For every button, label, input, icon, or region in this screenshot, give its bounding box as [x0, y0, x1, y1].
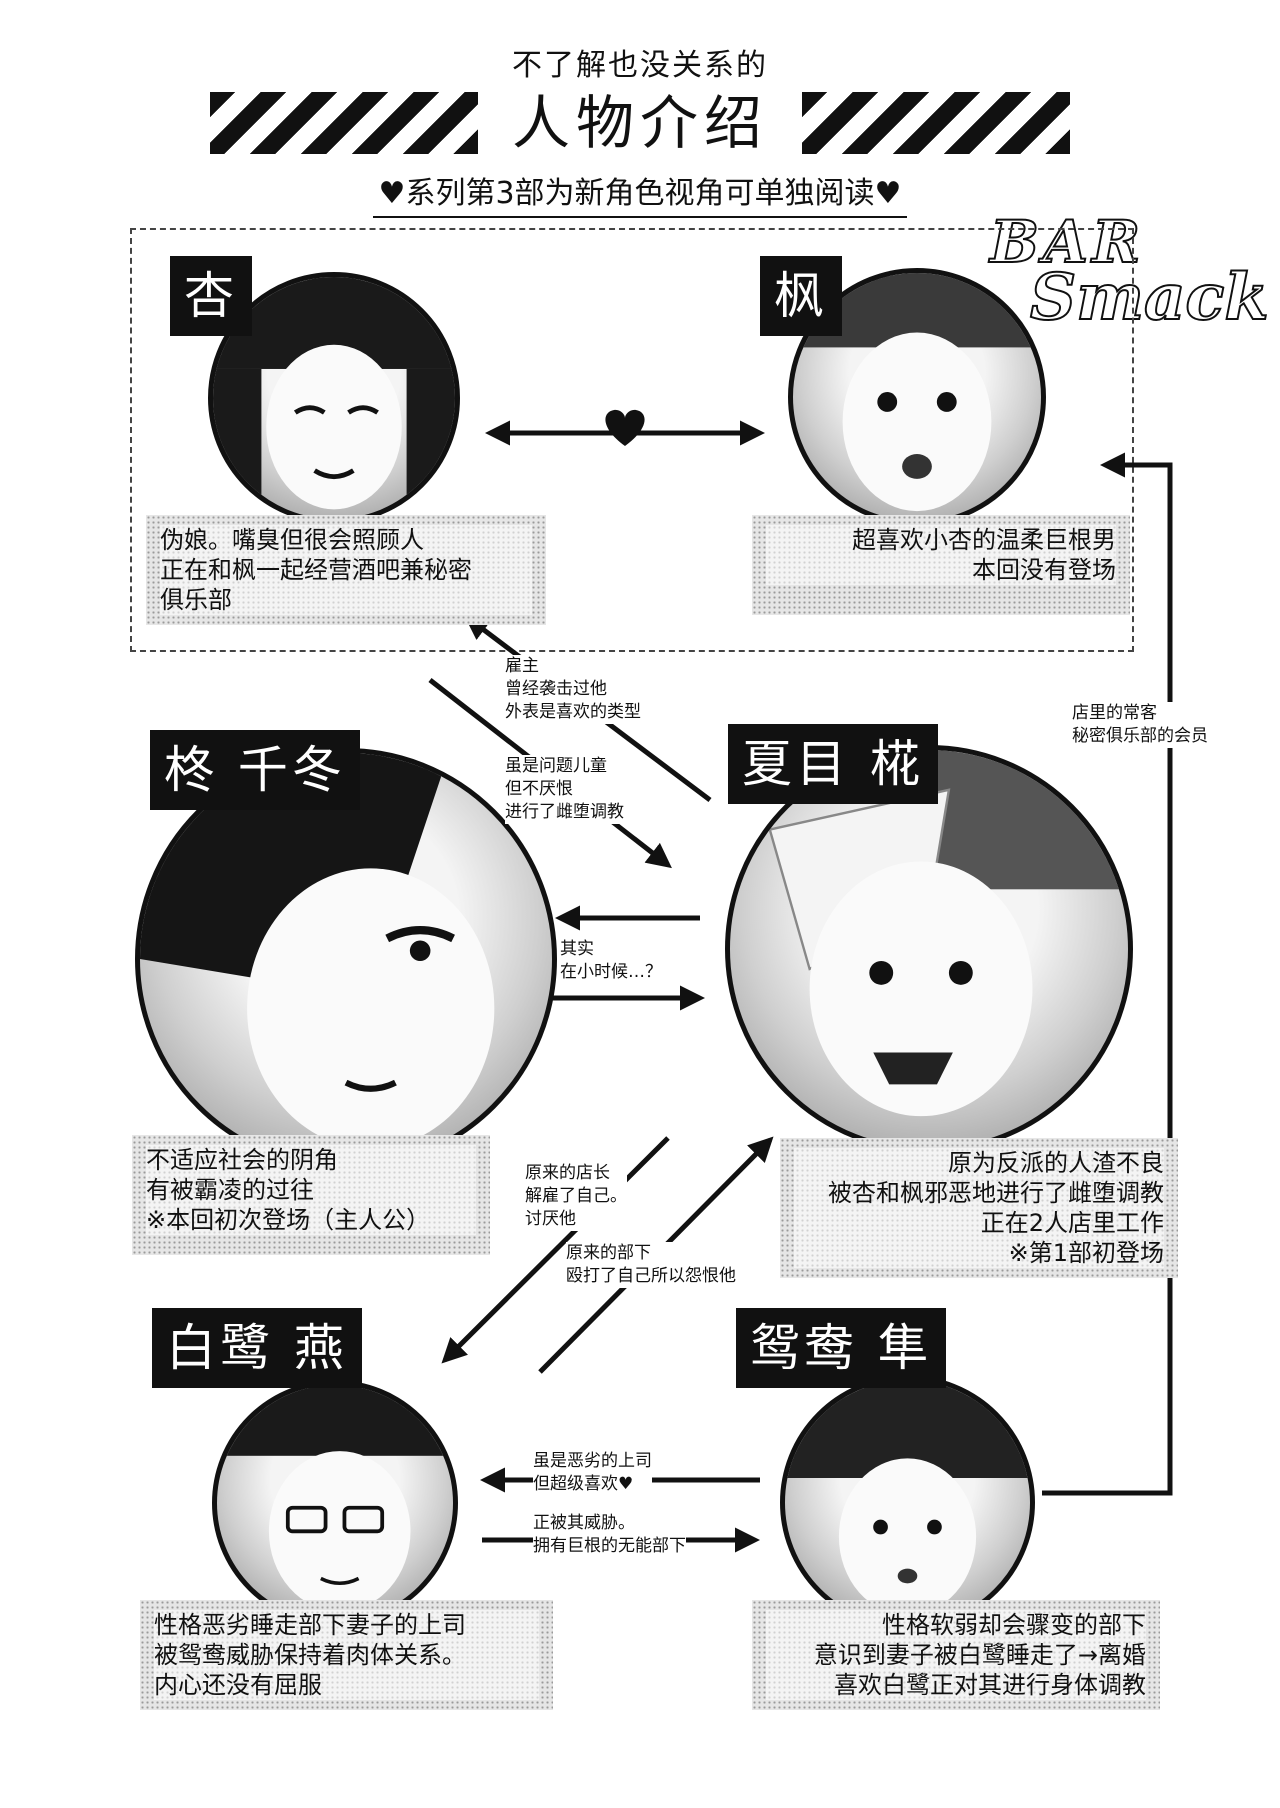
kaede-description: 超喜欢小杏的温柔巨根男 本回没有登场 — [752, 515, 1130, 615]
desc-line: 被鸳鸯威胁保持着肉体关系。 — [154, 1640, 539, 1670]
relation-line: 外表是喜欢的类型 — [505, 702, 641, 722]
desc-line: 俱乐部 — [160, 585, 532, 615]
an-description: 伪娘。嘴臭但很会照顾人 正在和枫一起经营酒吧兼秘密 俱乐部 — [146, 515, 546, 625]
relation-line: 店里的常客 — [1072, 703, 1157, 723]
bar-smack-logo: BAR Smack — [960, 207, 1270, 338]
oshidori-name-tag: 鸳鸯 隼 — [736, 1308, 946, 1388]
desc-line: 性格恶劣睡走部下妻子的上司 — [154, 1610, 539, 1640]
page-title: 人物介绍 — [480, 84, 800, 162]
desc-line: 喜欢白鹭正对其进行身体调教 — [766, 1670, 1146, 1700]
desc-line: 有被霸凌的过往 — [146, 1175, 476, 1205]
desc-line: 被杏和枫邪恶地进行了雌堕调教 — [794, 1178, 1164, 1208]
relation-oshidori-to-shirasagi: 虽是恶劣的上司 但超级喜欢♥ — [533, 1450, 652, 1496]
relation-natsume-to-shirasagi: 原来的店长 解雇了自己。 讨厌他 — [525, 1162, 627, 1231]
shirasagi-portrait — [212, 1380, 458, 1626]
desc-line: 意识到妻子被白鹭睡走了→离婚 — [766, 1640, 1146, 1670]
relation-an-to-natsume: 虽是问题儿童 但不厌恨 进行了雌堕调教 — [505, 755, 624, 824]
kicker-text: 不了解也没关系的 — [512, 48, 768, 83]
desc-line: ※第1部初登场 — [794, 1238, 1164, 1268]
desc-line: 正在和枫一起经营酒吧兼秘密 — [160, 555, 532, 585]
shirasagi-name-tag: 白鹭 燕 — [152, 1308, 362, 1388]
logo-line-1: BAR — [989, 207, 1145, 277]
an-name-tag: 杏 — [170, 256, 252, 336]
desc-line: 内心还没有屈服 — [154, 1670, 539, 1700]
subtitle-text: ♥系列第3部为新角色视角可单独阅读♥ — [372, 168, 908, 218]
stripe-band-left — [210, 92, 478, 154]
natsume-description: 原为反派的人渣不良 被杏和枫邪恶地进行了雌堕调教 正在2人店里工作 ※第1部初登… — [780, 1138, 1178, 1278]
natsume-portrait — [725, 745, 1133, 1153]
desc-line: 本回没有登场 — [766, 555, 1116, 585]
desc-line: 原为反派的人渣不良 — [794, 1148, 1164, 1178]
relation-line: 曾经袭击过他 — [505, 679, 607, 699]
hiiragi-name-tag: 柊 千冬 — [150, 730, 360, 810]
hiiragi-description: 不适应社会的阴角 有被霸凌的过往 ※本回初次登场（主人公） — [132, 1135, 490, 1255]
relation-oshidori-to-club: 店里的常客 秘密俱乐部的会员 — [1072, 702, 1208, 748]
relation-line: 讨厌他 — [525, 1209, 576, 1229]
hiiragi-portrait — [135, 748, 557, 1170]
relation-line: 其实 — [560, 939, 594, 959]
relation-line: 殴打了自己所以怨恨他 — [566, 1266, 736, 1286]
relation-line: 原来的部下 — [566, 1243, 651, 1263]
relation-line: 解雇了自己。 — [525, 1186, 627, 1206]
relation-shirasagi-to-natsume: 原来的部下 殴打了自己所以怨恨他 — [566, 1242, 736, 1288]
relation-line: 但超级喜欢♥ — [533, 1474, 634, 1494]
relation-natsume-hiiragi: 其实 在小时候…？ — [560, 938, 662, 984]
desc-line: ※本回初次登场（主人公） — [146, 1205, 476, 1235]
relation-line: 正被其威胁。 — [533, 1513, 635, 1533]
relation-line: 雇主 — [505, 656, 539, 676]
oshidori-portrait — [780, 1375, 1035, 1630]
kaede-name-tag: 枫 — [760, 256, 842, 336]
relation-line: 虽是恶劣的上司 — [533, 1451, 652, 1471]
relation-line: 原来的店长 — [525, 1163, 610, 1183]
relation-line: 在小时候…？ — [560, 962, 662, 982]
relation-natsume-to-an: 雇主 曾经袭击过他 外表是喜欢的类型 — [505, 655, 641, 724]
oshidori-description: 性格软弱却会骤变的部下 意识到妻子被白鹭睡走了→离婚 喜欢白鹭正对其进行身体调教 — [752, 1600, 1160, 1710]
relation-line: 秘密俱乐部的会员 — [1072, 726, 1208, 746]
relation-line: 但不厌恨 — [505, 779, 573, 799]
relation-line: 进行了雌堕调教 — [505, 802, 624, 822]
relation-line: 虽是问题儿童 — [505, 756, 607, 776]
relation-line: 拥有巨根的无能部下 — [533, 1536, 686, 1556]
stripe-band-right — [802, 92, 1070, 154]
natsume-name-tag: 夏目 椛 — [728, 724, 938, 804]
desc-line: 伪娘。嘴臭但很会照顾人 — [160, 525, 532, 555]
desc-line: 不适应社会的阴角 — [146, 1145, 476, 1175]
logo-line-2: Smack — [1029, 259, 1270, 336]
desc-line: 超喜欢小杏的温柔巨根男 — [766, 525, 1116, 555]
relation-shirasagi-to-oshidori: 正被其威胁。 拥有巨根的无能部下 — [533, 1512, 686, 1558]
desc-line: 性格软弱却会骤变的部下 — [766, 1610, 1146, 1640]
desc-line: 正在2人店里工作 — [794, 1208, 1164, 1238]
page-subtitle: ♥系列第3部为新角色视角可单独阅读♥ — [0, 168, 1280, 218]
shirasagi-description: 性格恶劣睡走部下妻子的上司 被鸳鸯威胁保持着肉体关系。 内心还没有屈服 — [140, 1600, 553, 1710]
